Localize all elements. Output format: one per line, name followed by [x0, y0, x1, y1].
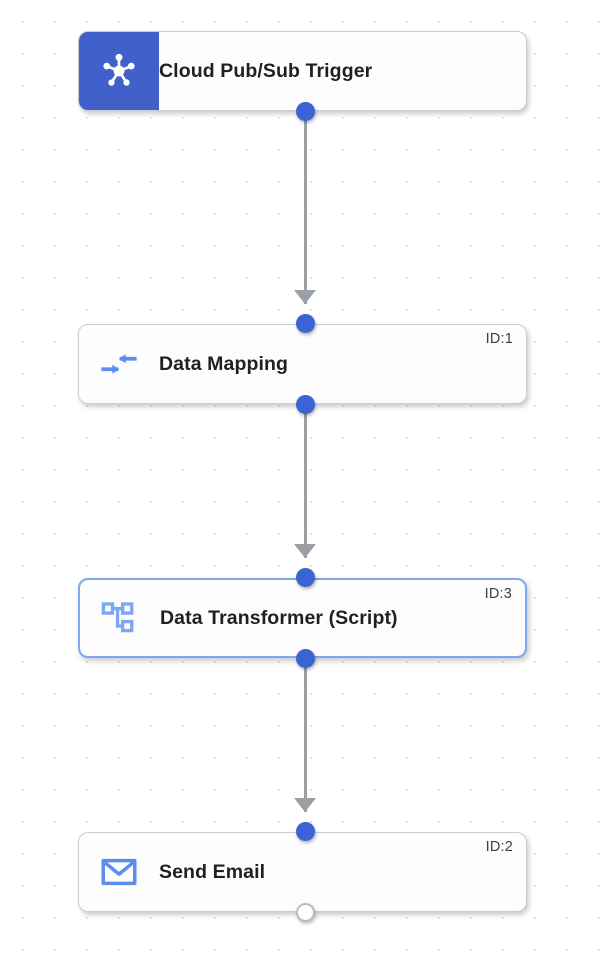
input-port-data-transformer[interactable]	[296, 568, 315, 587]
edge-trigger-to-mapping[interactable]	[304, 119, 307, 304]
node-send-email[interactable]: Send Email ID:2	[78, 832, 527, 912]
node-data-mapping[interactable]: Data Mapping ID:1	[78, 324, 527, 404]
converging-arrows-icon	[79, 325, 159, 403]
edge-arrowhead-mapping	[294, 290, 316, 304]
input-port-send-email[interactable]	[296, 822, 315, 841]
output-port-send-email[interactable]	[296, 903, 315, 922]
node-data-transformer-script[interactable]: Data Transformer (Script) ID:3	[78, 578, 527, 658]
node-label: Cloud Pub/Sub Trigger	[159, 59, 373, 82]
pubsub-hub-icon	[79, 32, 159, 110]
output-port-trigger[interactable]	[296, 102, 315, 121]
node-label: Send Email	[159, 860, 266, 883]
node-id-label: ID:1	[485, 331, 513, 347]
node-id-label: ID:2	[485, 839, 513, 855]
envelope-icon	[79, 833, 159, 911]
edge-arrowhead-transformer	[294, 544, 316, 558]
account-tree-icon	[80, 580, 160, 656]
output-port-data-transformer[interactable]	[296, 649, 315, 668]
node-label: Data Transformer (Script)	[160, 606, 398, 629]
node-id-label: ID:3	[484, 586, 512, 602]
edge-transformer-to-email[interactable]	[304, 667, 307, 812]
node-cloud-pubsub-trigger[interactable]: Cloud Pub/Sub Trigger	[78, 31, 527, 111]
input-port-data-mapping[interactable]	[296, 314, 315, 333]
output-port-data-mapping[interactable]	[296, 395, 315, 414]
edge-mapping-to-transformer[interactable]	[304, 413, 307, 558]
edge-arrowhead-email	[294, 798, 316, 812]
node-label: Data Mapping	[159, 352, 289, 375]
